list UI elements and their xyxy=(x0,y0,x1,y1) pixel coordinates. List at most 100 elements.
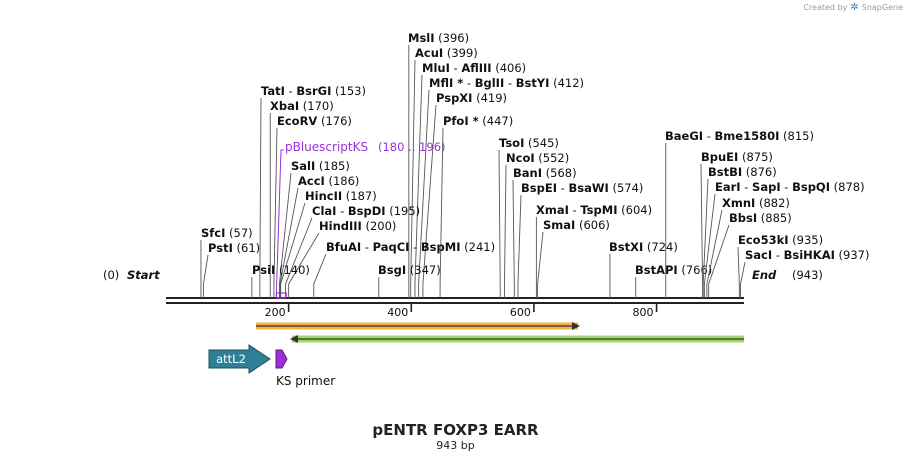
enzyme-position: (766) xyxy=(678,263,713,277)
enzyme-position: (412) xyxy=(549,76,584,90)
enzyme-name: BstYI xyxy=(516,76,550,90)
enzyme-separator: - xyxy=(569,203,580,217)
enzyme-leader-line xyxy=(703,193,716,298)
enzyme-position: (185) xyxy=(315,159,350,173)
enzyme-position: (552) xyxy=(535,151,570,165)
pbluescriptks-label: pBluescriptKS xyxy=(285,140,368,154)
enzyme-position: (419) xyxy=(472,91,507,105)
enzyme-name: BstBI xyxy=(708,165,742,179)
enzyme-name: BsgI xyxy=(378,263,406,277)
green-feature-arrowhead xyxy=(290,335,298,343)
enzyme-leader-line xyxy=(517,194,522,298)
enzyme-label: ClaI - BspDI (195) xyxy=(312,204,420,218)
enzyme-position: (176) xyxy=(317,114,352,128)
enzyme-name: Bme1580I xyxy=(715,129,780,143)
map-title: pENTR FOXP3 EARR xyxy=(372,421,539,439)
enzyme-position: (885) xyxy=(757,211,792,225)
enzyme-label: PspXI (419) xyxy=(436,91,507,105)
enzyme-label: AcuI (399) xyxy=(415,46,478,60)
enzyme-name: XbaI xyxy=(270,99,299,113)
enzyme-leader-line xyxy=(410,59,416,298)
enzyme-name: BspMI xyxy=(421,240,461,254)
enzyme-separator: - xyxy=(285,84,296,98)
attl2-label: attL2 xyxy=(216,352,246,366)
enzyme-name: PspXI xyxy=(436,91,472,105)
enzyme-leader-line xyxy=(273,127,278,298)
enzyme-label: BstBI (876) xyxy=(708,165,777,179)
enzyme-name: PstI xyxy=(208,241,233,255)
enzyme-separator: - xyxy=(781,180,792,194)
credit-brand: SnapGene xyxy=(861,3,903,12)
enzyme-separator: - xyxy=(741,180,752,194)
enzyme-leader-line xyxy=(439,127,444,298)
ks-primer-feature xyxy=(275,349,288,369)
enzyme-separator: - xyxy=(504,76,515,90)
enzyme-position: (935) xyxy=(789,233,824,247)
enzyme-label: SacI - BsiHKAI (937) xyxy=(745,248,869,262)
ruler-tick-label: 800 xyxy=(633,306,654,319)
enzyme-leader-line xyxy=(202,254,209,298)
enzyme-name: BstAPI xyxy=(635,263,678,277)
enzyme-name: BspQI xyxy=(792,180,830,194)
enzyme-leader-line xyxy=(288,232,320,298)
ruler-tick-label: 600 xyxy=(510,306,531,319)
enzyme-leader-line xyxy=(708,224,730,298)
enzyme-label: PfoI * (447) xyxy=(443,114,513,128)
enzyme-leader-line xyxy=(418,89,430,298)
pbluescriptks-leader xyxy=(275,149,284,294)
enzyme-name: BspDI xyxy=(348,204,386,218)
enzyme-name: PsiI xyxy=(252,263,275,277)
enzyme-leader-line xyxy=(280,202,306,298)
enzyme-name: BspEI xyxy=(521,181,557,195)
enzyme-leader-line xyxy=(285,217,313,298)
enzyme-position: (574) xyxy=(609,181,644,195)
enzyme-position: (399) xyxy=(443,46,478,60)
enzyme-separator: - xyxy=(409,240,420,254)
enzyme-name: BbsI xyxy=(729,211,757,225)
snapgene-credit: Created by ✲ SnapGene xyxy=(803,2,903,13)
enzyme-name: EcoRV xyxy=(277,114,317,128)
enzyme-name: MluI xyxy=(422,61,450,75)
enzyme-separator: - xyxy=(703,129,714,143)
enzyme-label: NcoI (552) xyxy=(506,151,569,165)
enzyme-position: (200) xyxy=(362,219,397,233)
enzyme-label: BanI (568) xyxy=(513,166,577,180)
enzyme-label: PstI (61) xyxy=(208,241,260,255)
enzyme-position: (875) xyxy=(738,150,773,164)
enzyme-name: PfoI * xyxy=(443,114,479,128)
enzyme-position: (406) xyxy=(492,61,527,75)
enzyme-position: (57) xyxy=(225,226,252,240)
enzyme-name: SfcI xyxy=(201,226,225,240)
enzyme-label: AccI (186) xyxy=(298,174,359,188)
attl2-feature xyxy=(208,344,271,374)
orange-feature-arrowhead xyxy=(572,322,580,330)
enzyme-separator: - xyxy=(557,181,568,195)
enzyme-leader-line xyxy=(504,164,507,298)
enzyme-label: XbaI (170) xyxy=(270,99,334,113)
enzyme-label: SmaI (606) xyxy=(543,218,610,232)
enzyme-label: EarI - SapI - BspQI (878) xyxy=(715,180,865,194)
enzyme-leader-line xyxy=(259,97,262,298)
end-label: End xyxy=(752,268,777,282)
snapgene-logo-icon: ✲ xyxy=(850,2,859,13)
ruler-tick-label: 400 xyxy=(387,306,408,319)
enzyme-label: EcoRV (176) xyxy=(277,114,352,128)
enzyme-position: (140) xyxy=(275,263,310,277)
enzyme-leader-line xyxy=(537,231,544,298)
enzyme-name: BstXI xyxy=(609,240,643,254)
enzyme-name: AflIII xyxy=(461,61,491,75)
enzyme-label: BstXI (724) xyxy=(609,240,678,254)
enzyme-position: (606) xyxy=(575,218,610,232)
enzyme-position: (447) xyxy=(479,114,514,128)
enzyme-name: NcoI xyxy=(506,151,535,165)
pbluescriptks-site-box xyxy=(275,292,287,299)
enzyme-leader-line xyxy=(737,246,740,298)
enzyme-name: PaqCI xyxy=(373,240,410,254)
enzyme-label: BspEI - BsaWI (574) xyxy=(521,181,643,195)
enzyme-label: BpuEI (875) xyxy=(701,150,773,164)
enzyme-name: SmaI xyxy=(543,218,575,232)
enzyme-label: BsgI (347) xyxy=(378,263,441,277)
enzyme-label: XmaI - TspMI (604) xyxy=(536,203,652,217)
enzyme-name: XmaI xyxy=(536,203,569,217)
enzyme-name: BpuEI xyxy=(701,150,738,164)
